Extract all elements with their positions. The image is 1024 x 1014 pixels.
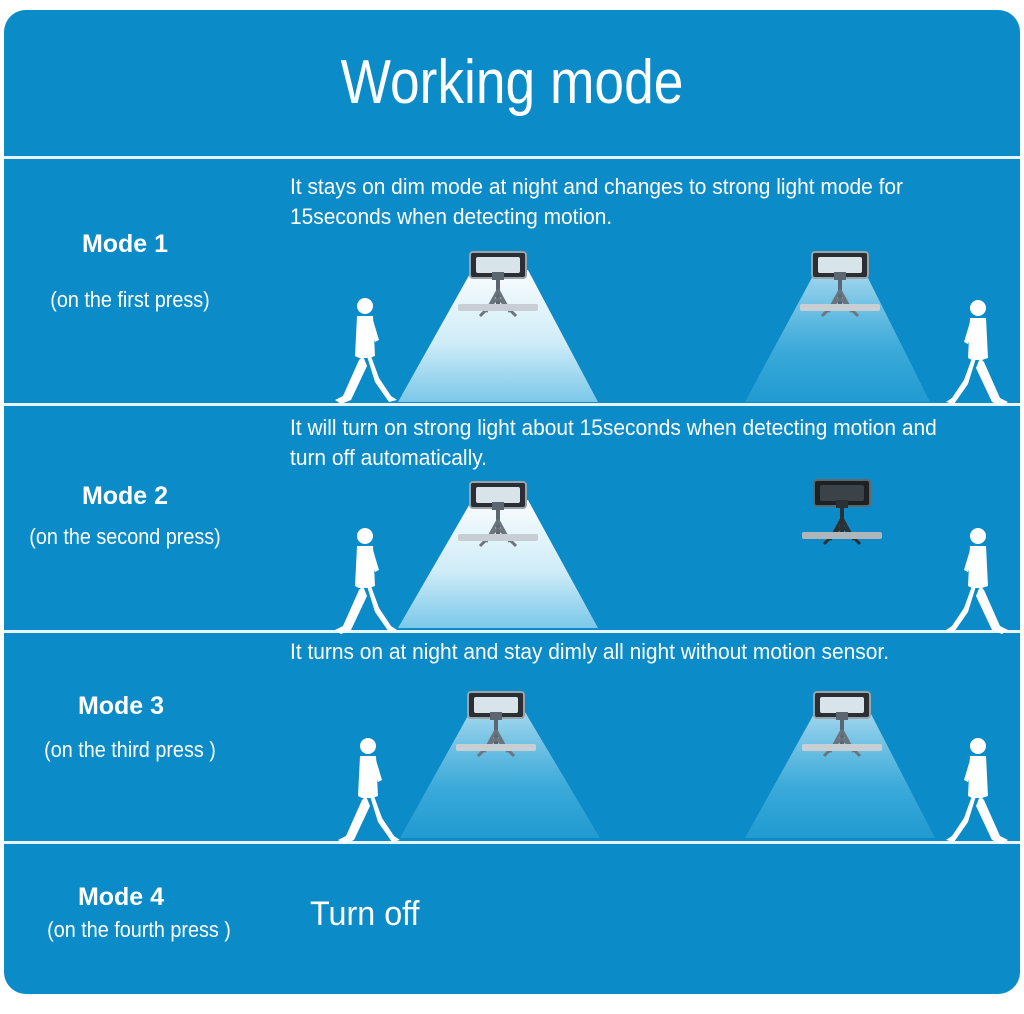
- mode-2-description: It will turn on strong light about 15sec…: [290, 415, 937, 470]
- mode-2-press: (on the second press): [29, 524, 221, 549]
- mode-2-name: Mode 2: [81, 482, 169, 510]
- light-beam-icon: [745, 272, 930, 402]
- divider-mode-1: [4, 403, 1020, 406]
- divider-mode-3: [4, 841, 1020, 844]
- mode-3-name: Mode 3: [77, 692, 165, 720]
- walking-person-icon: [335, 298, 397, 404]
- divider-header: [4, 156, 1020, 159]
- mode-1-name: Mode 1: [81, 230, 169, 258]
- light-beam-icon: [398, 270, 598, 402]
- walking-person-icon: [946, 528, 1008, 634]
- walking-person-icon: [338, 738, 400, 844]
- page-title: Working mode: [340, 48, 684, 117]
- mode-4-description: Turn off: [310, 895, 420, 933]
- solar-lamp-icon: [800, 478, 884, 546]
- light-beam-icon: [400, 712, 600, 838]
- mode-3-press: (on the third press ): [44, 737, 216, 762]
- mode-3-description: It turns on at night and stay dimly all …: [290, 639, 890, 664]
- walking-person-icon: [335, 528, 397, 634]
- light-beam-icon: [398, 500, 598, 628]
- light-beam-icon: [745, 712, 935, 838]
- mode-1-description: It stays on dim mode at night and change…: [290, 174, 903, 229]
- mode-1-press: (on the first press): [50, 287, 210, 312]
- mode-4-name: Mode 4: [77, 883, 165, 911]
- divider-mode-2: [4, 630, 1020, 633]
- mode-4-press: (on the fourth press ): [47, 917, 231, 942]
- walking-person-icon: [946, 300, 1008, 406]
- walking-person-icon: [946, 738, 1008, 844]
